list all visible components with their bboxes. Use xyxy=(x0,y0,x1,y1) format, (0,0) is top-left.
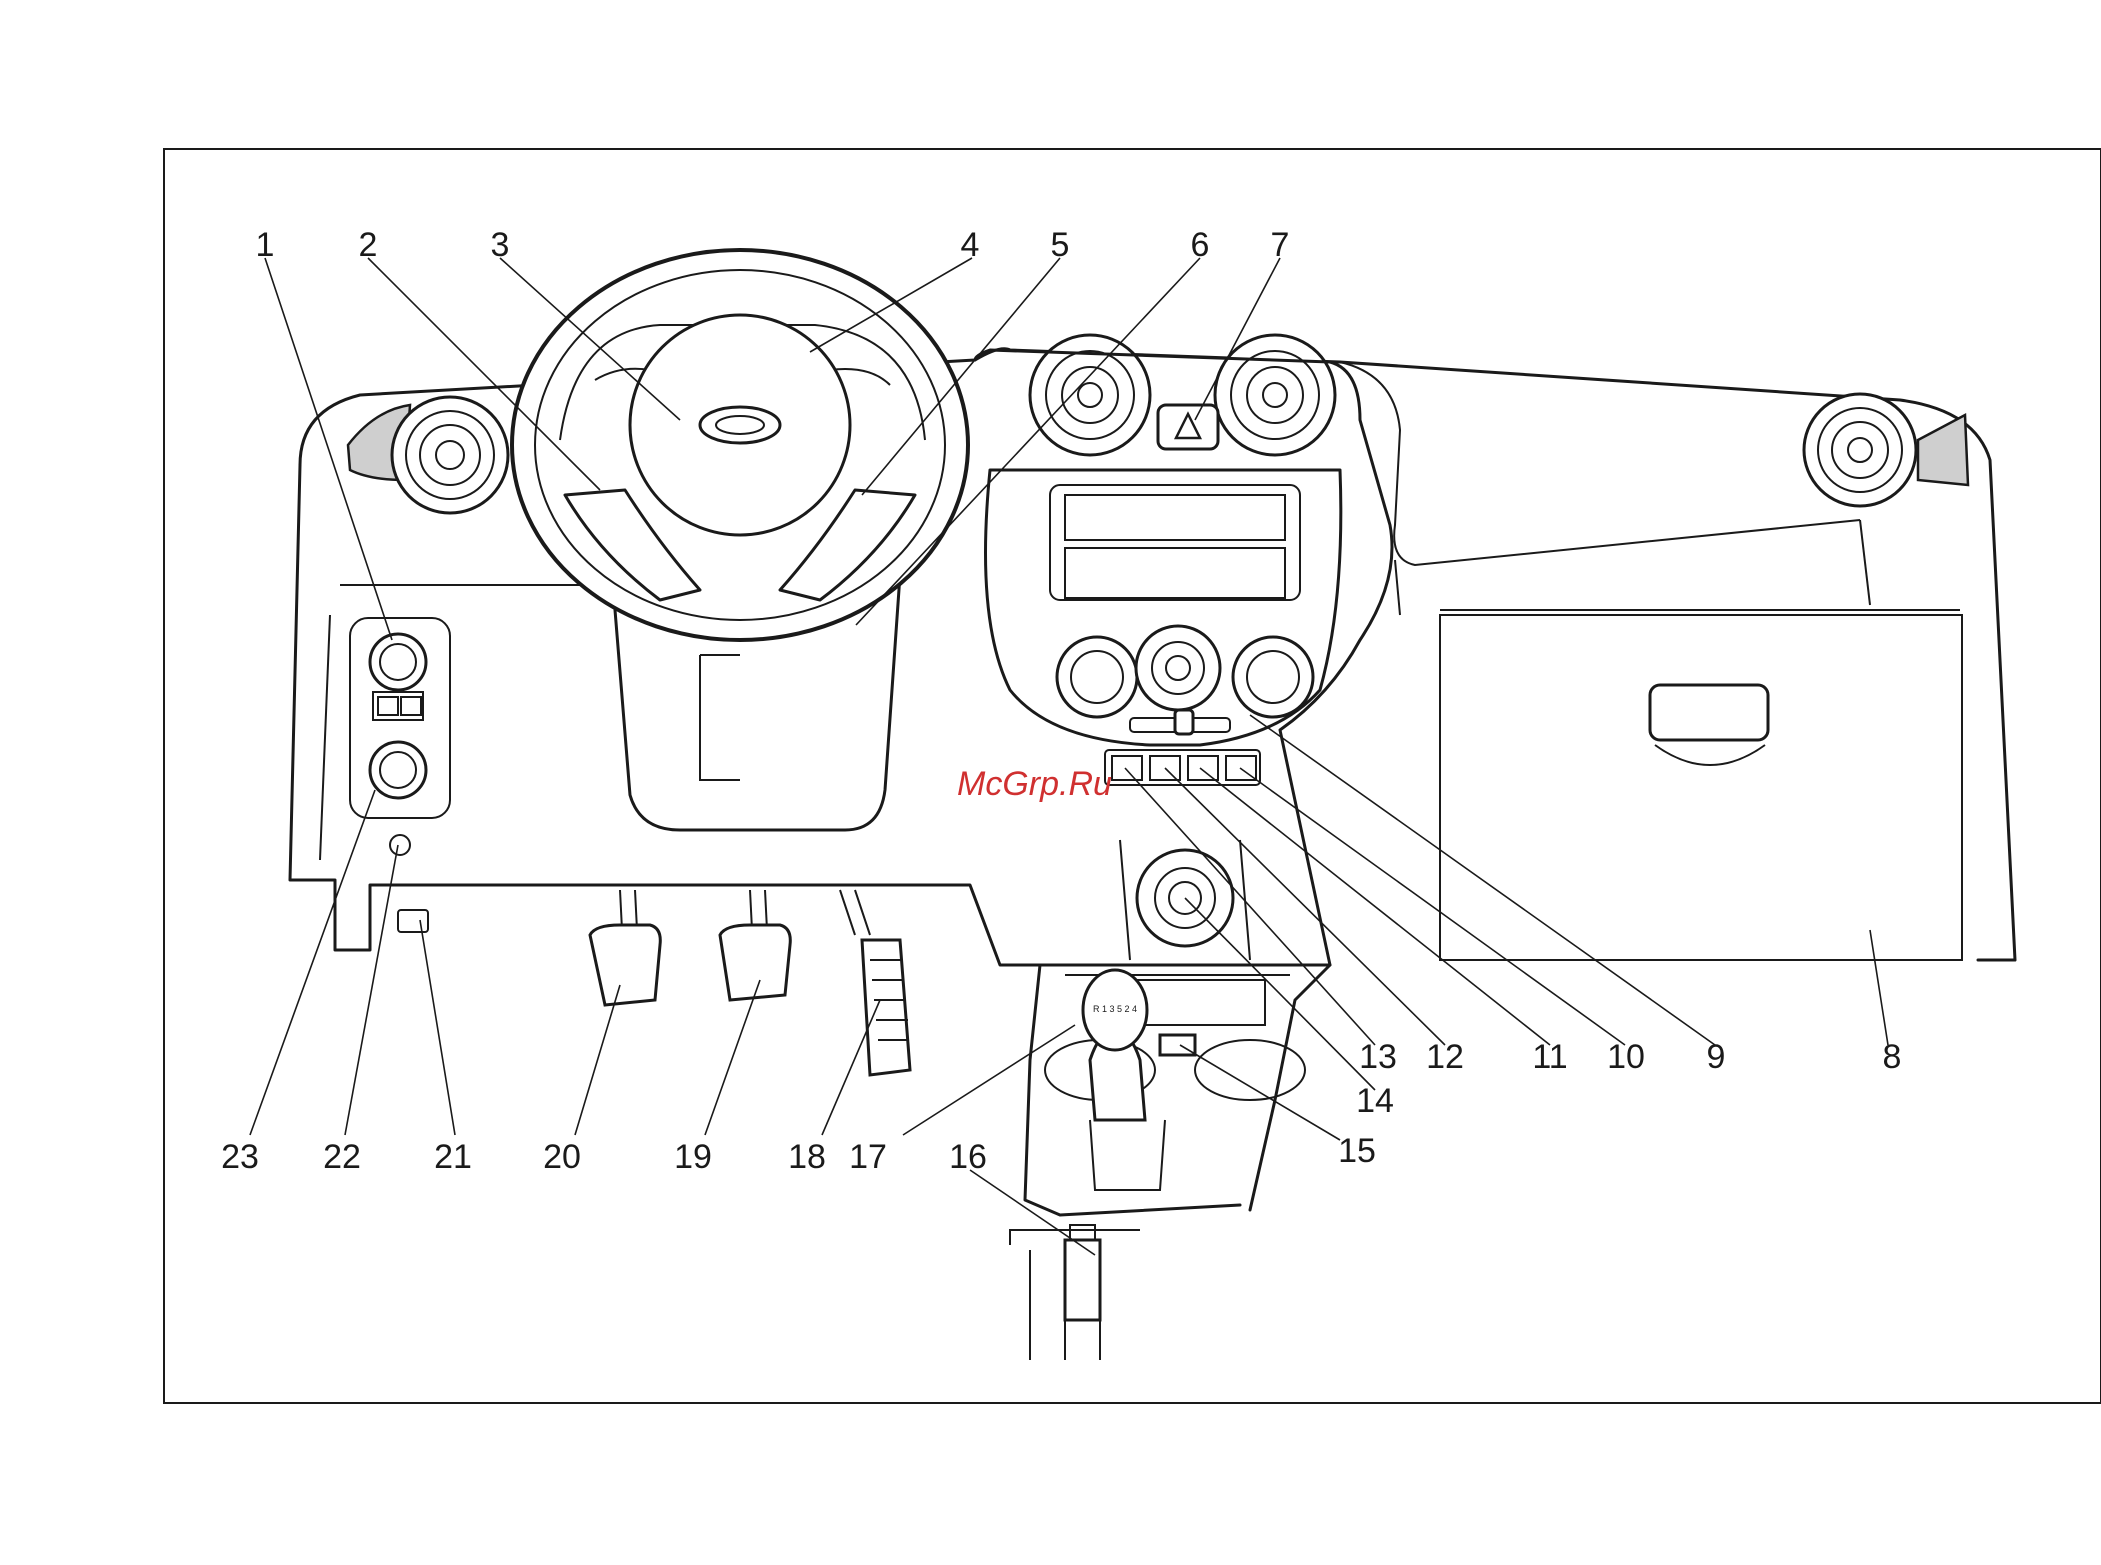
callout-5: 5 xyxy=(1051,226,1070,264)
callout-18: 18 xyxy=(788,1138,826,1176)
hazard-button xyxy=(1158,405,1218,449)
glovebox xyxy=(1440,615,1962,960)
callout-4: 4 xyxy=(961,226,980,264)
callout-16: 16 xyxy=(949,1138,987,1176)
callout-12: 12 xyxy=(1426,1038,1464,1076)
callout-23: 23 xyxy=(221,1138,259,1176)
callout-17: 17 xyxy=(849,1138,887,1176)
callout-19: 19 xyxy=(674,1138,712,1176)
callout-20: 20 xyxy=(543,1138,581,1176)
callout-15: 15 xyxy=(1338,1132,1376,1170)
watermark-text: McGrp.Ru xyxy=(957,765,1112,803)
left-air-vent xyxy=(348,397,508,513)
callout-2: 2 xyxy=(359,226,378,264)
pedals xyxy=(590,890,910,1075)
callout-8: 8 xyxy=(1883,1038,1902,1076)
callout-22: 22 xyxy=(323,1138,361,1176)
callout-10: 10 xyxy=(1607,1038,1645,1076)
steering-wheel xyxy=(512,250,968,640)
cigarette-lighter xyxy=(1120,840,1250,960)
callout-13: 13 xyxy=(1359,1038,1397,1076)
gear-pattern-label: R 1 3 5 2 4 xyxy=(1093,1004,1137,1014)
callout-7: 7 xyxy=(1271,226,1290,264)
callout-9: 9 xyxy=(1707,1038,1726,1076)
callout-3: 3 xyxy=(491,226,510,264)
callout-1: 1 xyxy=(256,226,275,264)
callout-14: 14 xyxy=(1356,1082,1394,1120)
callout-11: 11 xyxy=(1532,1038,1567,1076)
callout-6: 6 xyxy=(1191,226,1210,264)
gear-console: R 1 3 5 2 4 xyxy=(1010,965,1330,1360)
callout-21: 21 xyxy=(434,1138,472,1176)
